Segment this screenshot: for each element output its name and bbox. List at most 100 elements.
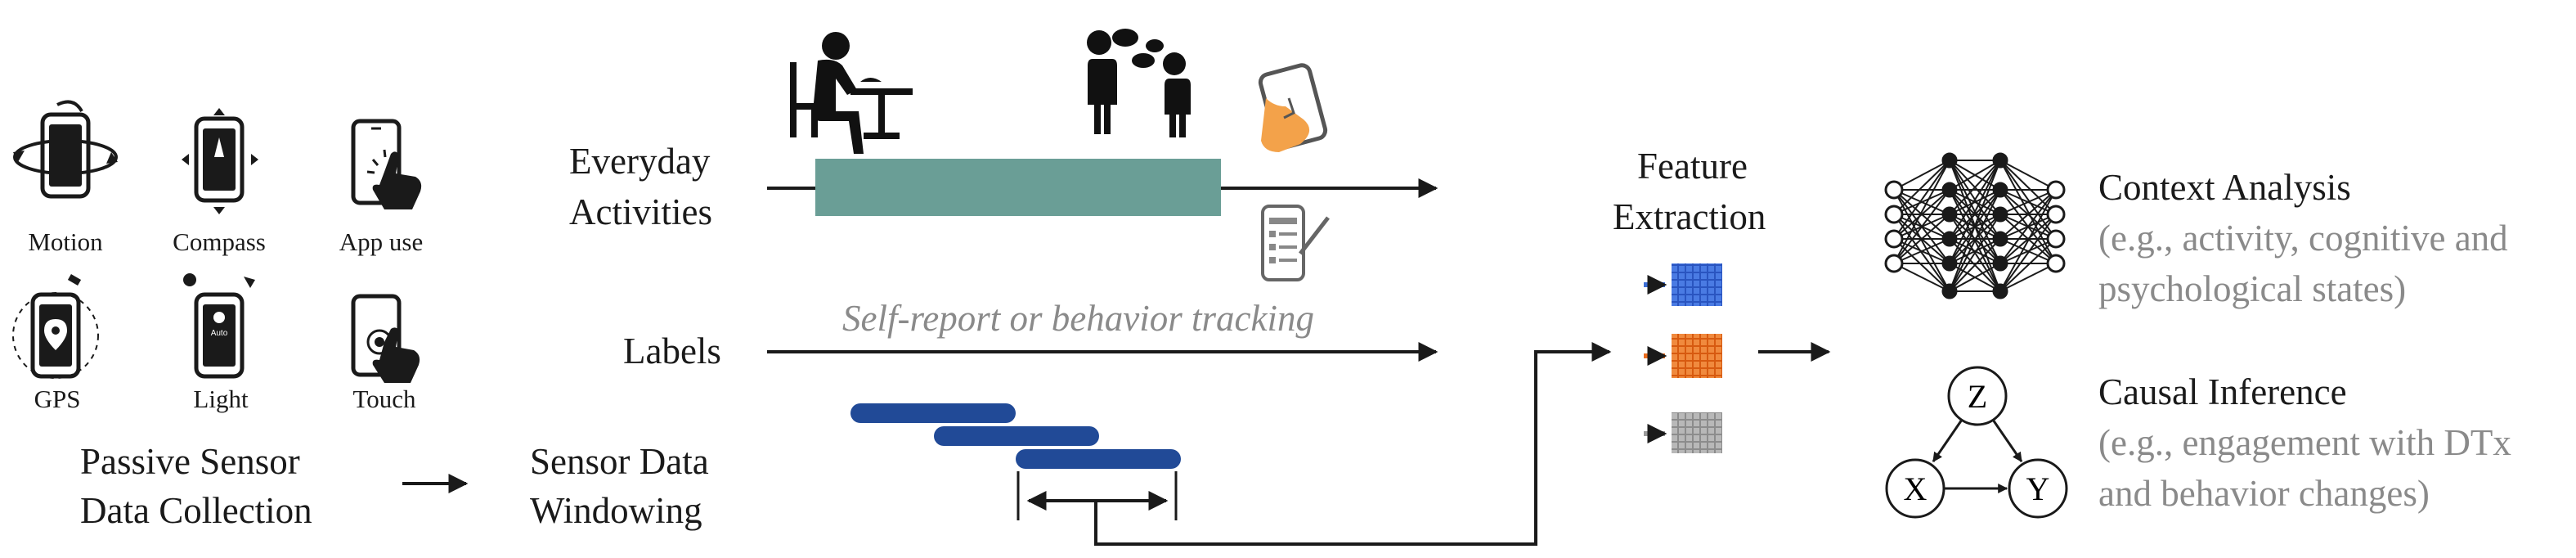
causal-title: Causal Inference (2098, 371, 2347, 412)
nn-edge (1949, 238, 2001, 264)
nn-edge (1949, 160, 2001, 292)
nn-edge (1999, 189, 2057, 292)
compass-icon (182, 108, 258, 214)
nn-node (1992, 283, 2008, 299)
motion-icon (13, 100, 118, 199)
nn-edge (1999, 238, 2057, 264)
sensor-label-app-use: App use (339, 227, 424, 256)
nn-node (2046, 180, 2066, 200)
nn-node (1884, 180, 1904, 200)
labels-label: Labels (623, 331, 721, 371)
nn-edge (1893, 189, 1950, 240)
nn-edge (1999, 238, 2057, 292)
nn-edge (1893, 214, 1950, 264)
nn-node (1992, 152, 2008, 169)
arrow-windowing-to-features (1094, 342, 1612, 546)
nn-node (1941, 182, 1958, 198)
edge-z-x (1932, 419, 1963, 462)
feature-grid-orange (1672, 334, 1722, 378)
feature-grid-gray (1672, 412, 1722, 453)
eating-person-icon (790, 32, 913, 154)
collection-label-line1: Passive Sensor (80, 441, 300, 482)
causal-graph: Z X Y (1885, 366, 2068, 519)
nn-edge (1999, 189, 2057, 264)
nn-node (1941, 255, 1958, 272)
nn-node (2046, 205, 2066, 224)
nn-edge (1949, 189, 2001, 240)
nn-node (1884, 205, 1904, 224)
nn-edge (1949, 214, 2001, 292)
causal-desc-line2: and behavior changes) (2098, 473, 2430, 514)
sensor-label-compass: Compass (173, 227, 266, 256)
nn-edge (1893, 238, 1950, 264)
conversation-people-icon (1086, 29, 1191, 137)
nn-edge (1949, 238, 2001, 292)
nn-edge (1949, 160, 2001, 191)
nn-edge (1999, 160, 2057, 191)
nn-node (1941, 231, 1958, 247)
nn-edge (1999, 263, 2057, 292)
nn-node (1941, 206, 1958, 223)
causal-node-y (2008, 458, 2068, 519)
nn-node (1992, 206, 2008, 223)
nn-edge (1893, 189, 1950, 264)
nn-edge (1999, 189, 2057, 215)
nn-edge (1949, 160, 2001, 240)
feature-label-line2: Extraction (1613, 196, 1766, 237)
context-desc-line2: psychological states) (2098, 268, 2407, 309)
nn-node (1941, 152, 1958, 169)
node-y-label: Y (2026, 470, 2050, 507)
collection-label-line2: Data Collection (80, 490, 312, 531)
sensor-label-gps: GPS (34, 385, 81, 413)
nn-node (1992, 255, 2008, 272)
causal-node-z (1947, 366, 2008, 426)
context-title: Context Analysis (2098, 167, 2351, 208)
nn-node (1884, 229, 1904, 249)
nn-edge (1893, 189, 1950, 292)
checklist-phone-icon (1261, 205, 1330, 281)
node-z-label: Z (1968, 378, 1987, 415)
sensor-label-touch: Touch (352, 385, 416, 413)
window-bar-1 (850, 403, 1016, 423)
nn-edge (1999, 214, 2057, 292)
nn-edge (1893, 189, 1950, 215)
self-report-caption: Self-report or behavior tracking (842, 298, 1314, 339)
activity-bar (815, 159, 1221, 216)
nn-edge (1893, 160, 1950, 215)
windowing-label-line2: Windowing (530, 490, 702, 531)
light-icon: Auto (183, 273, 255, 379)
nn-edge (1949, 263, 2001, 292)
nn-node (1992, 231, 2008, 247)
windowing-label-line1: Sensor Data (530, 441, 709, 482)
nn-edge (1949, 160, 2001, 264)
nn-node (1941, 283, 1958, 299)
window-bar-3 (1016, 449, 1181, 469)
nn-edge (1999, 189, 2057, 240)
nn-edge (1893, 160, 1950, 240)
node-x-label: X (1904, 470, 1928, 507)
context-desc-line1: (e.g., activity, cognitive and (2098, 218, 2508, 259)
nn-node (1884, 254, 1904, 273)
neural-network-icon (1884, 152, 2066, 299)
causal-node-x (1885, 458, 1945, 519)
activities-label-line1: Everyday (569, 141, 711, 182)
nn-edge (1949, 160, 2001, 215)
nn-node (2046, 229, 2066, 249)
nn-node (1992, 182, 2008, 198)
feature-label-line1: Feature (1637, 146, 1748, 187)
nn-edge (1893, 263, 1950, 292)
gps-icon (12, 274, 99, 379)
sensor-label-light: Light (193, 385, 249, 413)
edge-z-y (1991, 419, 2023, 462)
nn-edge (1893, 160, 1950, 264)
nn-edge (1893, 160, 1950, 191)
activities-label-line2: Activities (569, 191, 712, 232)
app-use-icon (351, 119, 422, 209)
nn-edge (1999, 160, 2057, 264)
light-auto-text: Auto (211, 329, 228, 338)
causal-desc-line1: (e.g., engagement with DTx (2098, 422, 2511, 463)
phone-in-hand-icon (1258, 63, 1328, 152)
touch-icon (351, 294, 420, 383)
nn-node (2046, 254, 2066, 273)
